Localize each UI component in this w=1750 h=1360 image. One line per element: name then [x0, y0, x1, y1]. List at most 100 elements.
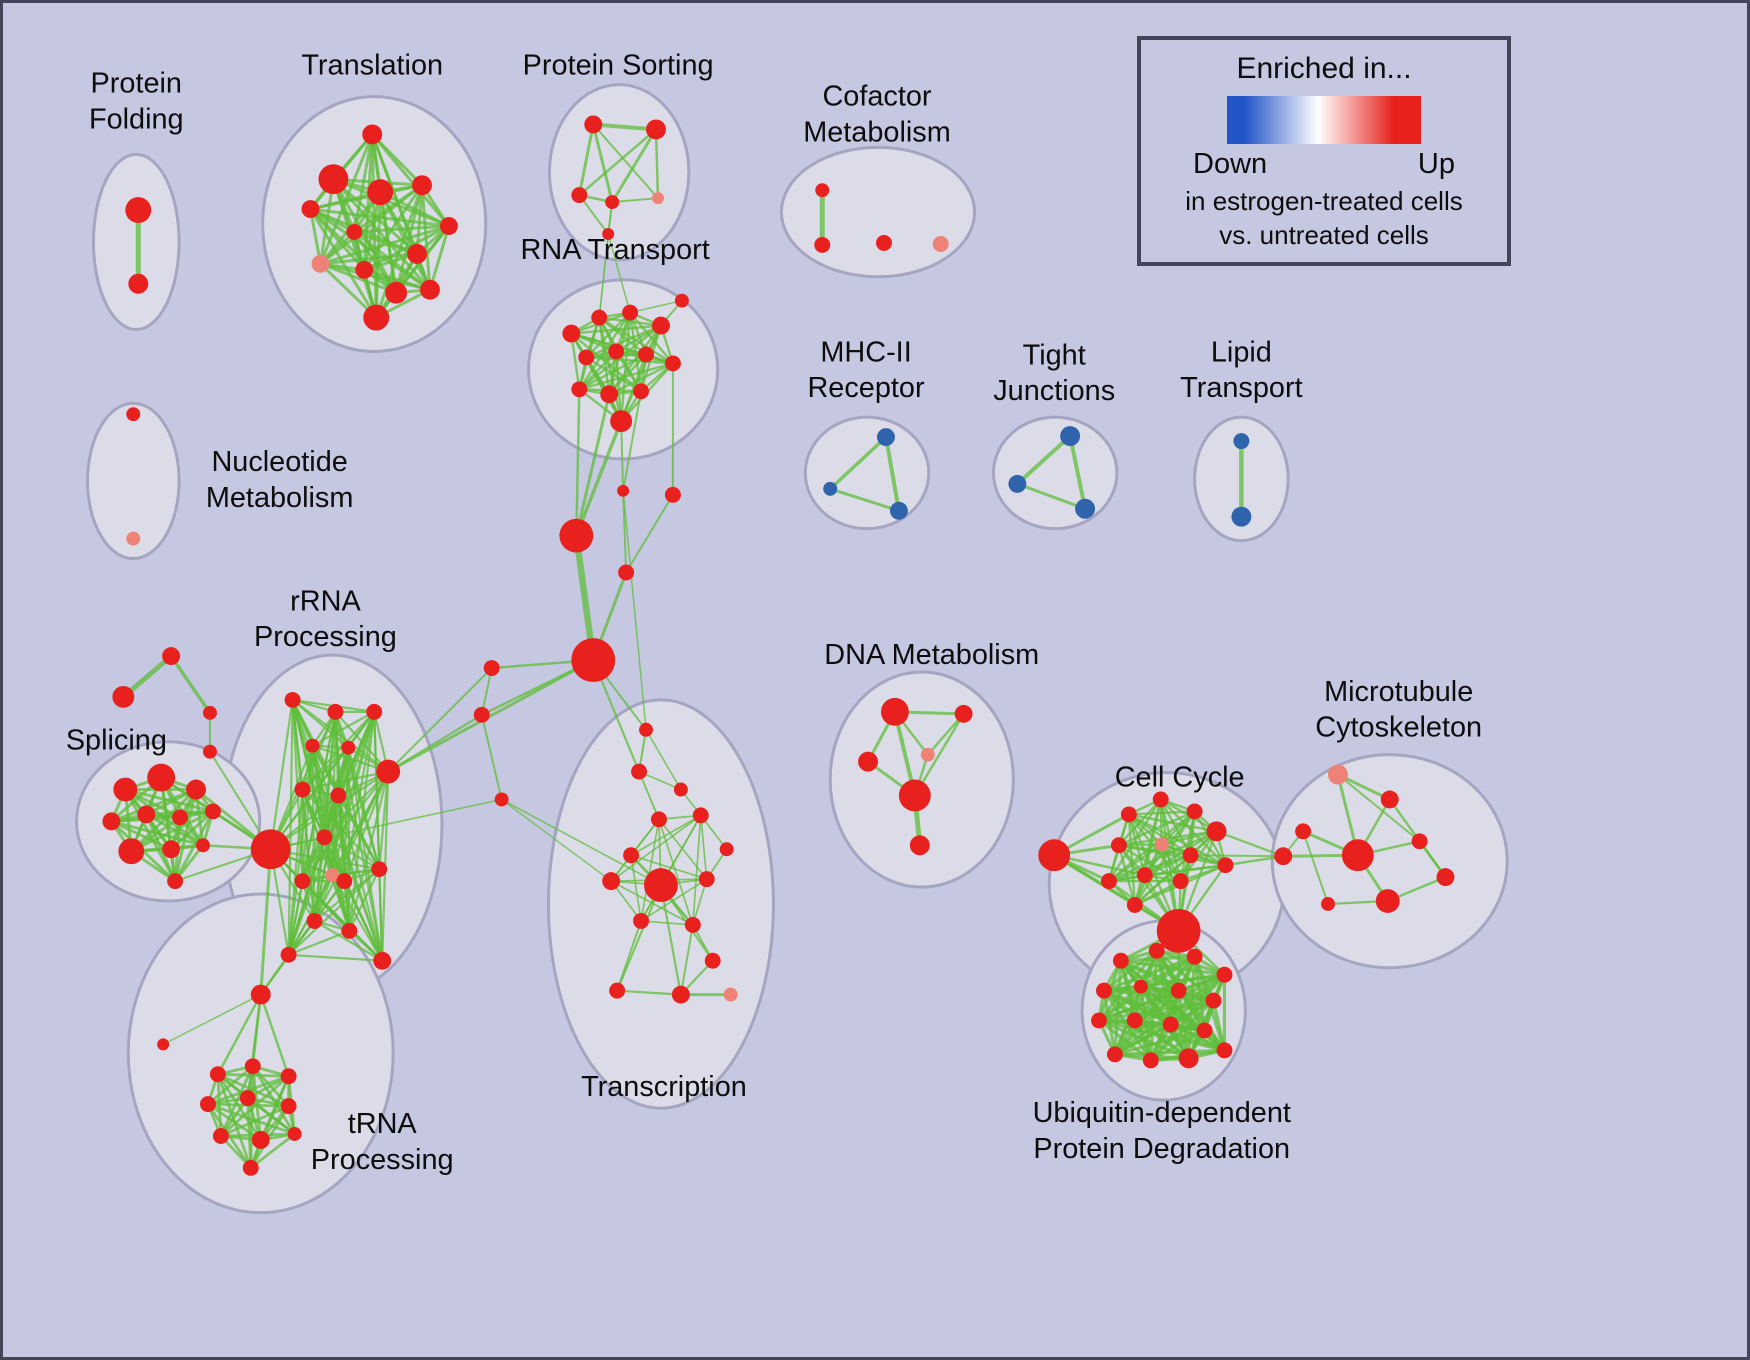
network-edge — [585, 324, 663, 359]
gene-set-node-19 — [651, 192, 664, 205]
network-edge — [313, 919, 384, 962]
gene-set-node-138 — [1327, 764, 1348, 785]
gene-set-node-131 — [1217, 857, 1234, 874]
cluster-label-rna-transport: RNA Transport — [521, 234, 710, 266]
gene-set-node-76 — [376, 759, 401, 784]
network-edge — [1113, 1028, 1207, 1056]
gene-set-node-122 — [909, 835, 930, 856]
gene-set-node-156 — [1162, 1016, 1179, 1033]
network-edge — [348, 868, 381, 932]
network-edge — [362, 268, 432, 292]
cluster-ellipse-microtubule-cytoskeleton — [1270, 753, 1509, 970]
network-edge — [630, 854, 642, 922]
gene-set-node-104 — [650, 811, 667, 828]
gene-set-node-78 — [330, 787, 347, 804]
network-edge — [638, 770, 660, 821]
legend-caption-line1: in estrogen-treated cells — [1185, 186, 1463, 216]
gene-set-node-6 — [412, 175, 432, 196]
network-edge — [585, 356, 643, 393]
gene-set-node-11 — [355, 260, 374, 279]
cluster-label-trna-processing: tRNA — [348, 1108, 418, 1140]
gene-set-node-147 — [1148, 942, 1165, 959]
gene-set-node-90 — [157, 1038, 170, 1051]
network-edge — [123, 788, 177, 883]
gene-set-node-135 — [1126, 897, 1143, 913]
network-edge — [1107, 854, 1192, 883]
network-edge — [610, 814, 702, 882]
network-edge — [352, 230, 398, 295]
network-edge — [1097, 989, 1181, 1023]
network-edge — [206, 1102, 296, 1136]
cluster-label-cofactor-metabolism: Cofactor — [822, 81, 931, 113]
gene-set-node-48 — [559, 518, 594, 553]
network-edge — [610, 880, 694, 926]
network-edge — [1102, 949, 1159, 993]
gene-set-node-42 — [1008, 474, 1027, 493]
network-edge — [370, 132, 451, 228]
cluster-label-dna-metabolism: DNA Metabolism — [824, 639, 1039, 671]
gene-set-node-10 — [311, 254, 330, 273]
gene-set-node-21 — [815, 183, 830, 198]
gene-set-node-126 — [1186, 803, 1203, 820]
network-edge — [287, 868, 381, 956]
cluster-ellipse-cofactor-metabolism — [779, 145, 977, 279]
gene-set-node-120 — [920, 747, 935, 762]
gene-set-node-134 — [1172, 873, 1189, 890]
gene-set-node-89 — [250, 984, 271, 1005]
gene-set-node-101 — [639, 722, 653, 737]
network-edge — [1107, 810, 1196, 883]
network-edge — [287, 788, 304, 956]
network-edge — [592, 123, 659, 200]
gene-set-node-62 — [186, 779, 206, 800]
network-edge — [574, 419, 623, 538]
gene-set-node-113 — [704, 952, 721, 969]
gene-set-node-61 — [147, 763, 176, 792]
network-edge — [480, 713, 503, 801]
network-edge — [578, 353, 648, 391]
network-edge — [1107, 798, 1162, 883]
network-edge — [129, 788, 198, 853]
gene-set-node-85 — [306, 912, 323, 929]
legend-gradient-bar — [1227, 96, 1421, 144]
network-edge — [620, 420, 625, 492]
network-edge — [1117, 844, 1227, 867]
gene-set-node-35 — [600, 385, 619, 404]
cluster-label-mhc-ii-receptor: MHC-II — [820, 336, 911, 368]
cluster-label-tight-junctions: Junctions — [993, 375, 1115, 407]
network-edge — [500, 798, 612, 882]
network-edge — [883, 435, 901, 513]
cluster-label-cofactor-metabolism: Metabolism — [803, 116, 951, 148]
network-edge — [129, 809, 215, 853]
network-edge — [629, 299, 683, 314]
legend-up-label: Up — [1417, 148, 1455, 180]
gene-set-node-47 — [126, 531, 141, 546]
gene-set-node-39 — [823, 481, 838, 496]
network-edge — [249, 1132, 296, 1170]
network-edge — [337, 794, 384, 962]
network-edge — [1117, 830, 1218, 847]
network-edge — [216, 1072, 263, 1142]
gene-set-node-130 — [1182, 847, 1199, 864]
network-edge — [1133, 879, 1182, 907]
network-edge — [1102, 989, 1216, 1003]
network-edge — [1015, 434, 1073, 486]
cluster-ellipse-transcription — [546, 698, 775, 1110]
network-edge — [640, 878, 708, 922]
gene-set-node-140 — [1295, 823, 1312, 840]
gene-set-node-20 — [602, 228, 615, 240]
gene-set-node-82 — [294, 873, 311, 890]
gene-set-node-86 — [341, 922, 358, 939]
gene-set-node-128 — [1110, 837, 1127, 854]
network-edge — [352, 224, 451, 234]
legend-down-label: Down — [1193, 148, 1268, 180]
network-edge — [640, 818, 660, 922]
gene-set-node-160 — [1178, 1048, 1199, 1069]
gene-set-node-17 — [571, 187, 588, 204]
gene-set-node-124 — [1120, 806, 1137, 823]
network-edge — [1336, 773, 1421, 843]
gene-set-node-158 — [1106, 1046, 1123, 1063]
network-edge — [598, 201, 613, 319]
cluster-label-cell-cycle: Cell Cycle — [1115, 762, 1245, 794]
legend-box: Enriched in... Down Up in estrogen-treat… — [1137, 36, 1511, 266]
gene-set-node-52 — [571, 638, 616, 682]
